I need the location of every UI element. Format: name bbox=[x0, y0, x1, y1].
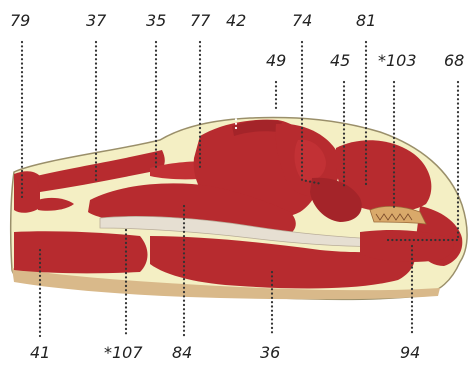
label-36: 36 bbox=[260, 343, 280, 362]
label-79: 79 bbox=[10, 11, 30, 30]
muscle-36 bbox=[150, 236, 415, 289]
label-42: 42 bbox=[226, 11, 246, 30]
leader-68 bbox=[384, 80, 460, 242]
label-37: 37 bbox=[86, 11, 107, 30]
label-45: 45 bbox=[330, 51, 350, 70]
label-74: 74 bbox=[292, 11, 312, 30]
muscle-45 bbox=[310, 177, 362, 222]
label-107: *107 bbox=[104, 343, 143, 362]
leader-lines bbox=[20, 40, 460, 338]
muscle-81 bbox=[336, 140, 432, 213]
label-68: 68 bbox=[444, 51, 464, 70]
leader-74 bbox=[300, 40, 324, 186]
label-94: 94 bbox=[400, 343, 420, 362]
muscle-small-strip bbox=[38, 197, 74, 211]
muscle-79 bbox=[14, 171, 40, 213]
muscle-37 bbox=[36, 150, 165, 192]
label-41: 41 bbox=[30, 343, 50, 362]
label-81: 81 bbox=[356, 11, 376, 30]
label-84: 84 bbox=[172, 343, 192, 362]
muscle-94 bbox=[360, 230, 454, 262]
label-77: 77 bbox=[190, 11, 211, 30]
label-103: *103 bbox=[378, 51, 417, 70]
muscle-41 bbox=[14, 231, 148, 274]
muscle-103-teeth bbox=[369, 206, 427, 225]
label-35: 35 bbox=[146, 11, 166, 30]
label-49: 49 bbox=[266, 51, 286, 70]
